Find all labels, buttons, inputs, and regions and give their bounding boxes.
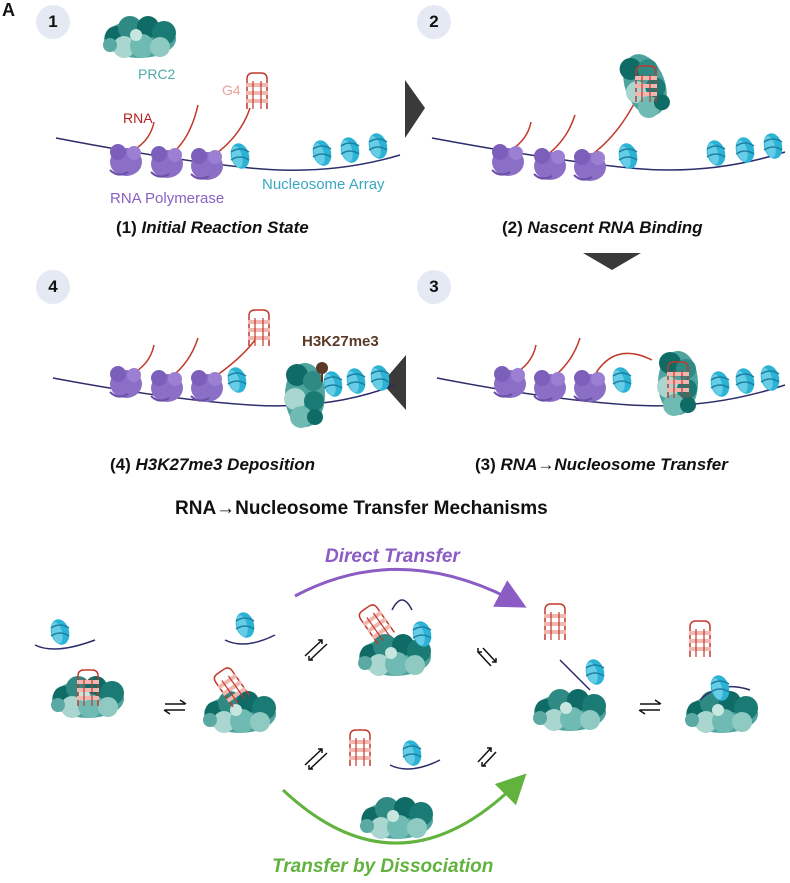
caption-step-4: (4) H3K27me3 Deposition [110,455,315,475]
step-badge-3: 3 [417,270,451,304]
label-h3k27me3: H3K27me3 [302,333,379,350]
caption-2-text: Nascent RNA Binding [527,218,703,237]
panel-2-art [431,48,786,182]
label-direct-transfer: Direct Transfer [325,546,460,567]
mechanism-art [34,568,758,845]
panel-4-art [52,309,396,428]
label-rna: RNA [123,110,153,126]
panel-3-art [436,337,786,416]
equilibrium-arrow [163,699,187,715]
panel-1-art [55,16,401,181]
label-prc2: PRC2 [138,66,176,82]
caption-step-3: (3) RNA→Nucleosome Transfer [475,455,728,475]
arrow-3-to-4 [382,355,406,410]
step-badge-4: 4 [36,270,70,304]
label-transfer-by-dissociation: Transfer by Dissociation [272,856,494,877]
caption-4-text: H3K27me3 Deposition [135,455,316,474]
caption-1-text: Initial Reaction State [141,218,309,237]
step-badge-2: 2 [417,5,451,39]
caption-step-1: (1) Initial Reaction State [116,218,309,238]
panel-letter: A [2,0,15,20]
label-g4: G4 [222,82,241,98]
label-rna-polymerase: RNA Polymerase [110,190,225,207]
arrow-1-to-2 [405,80,425,138]
step-badge-1: 1 [36,5,70,39]
caption-4-number: (4) [110,455,131,474]
label-nucleosome-array: Nucleosome Array [262,176,385,193]
caption-3-text: RNA→Nucleosome Transfer [500,455,728,474]
caption-step-2: (2) Nascent RNA Binding [502,218,703,238]
caption-2-number: (2) [502,218,523,237]
arrow-2-to-3 [583,253,641,270]
caption-3-number: (3) [475,455,496,474]
caption-1-number: (1) [116,218,137,237]
mechanisms-title: RNA→Nucleosome Transfer Mechanisms [175,498,548,519]
